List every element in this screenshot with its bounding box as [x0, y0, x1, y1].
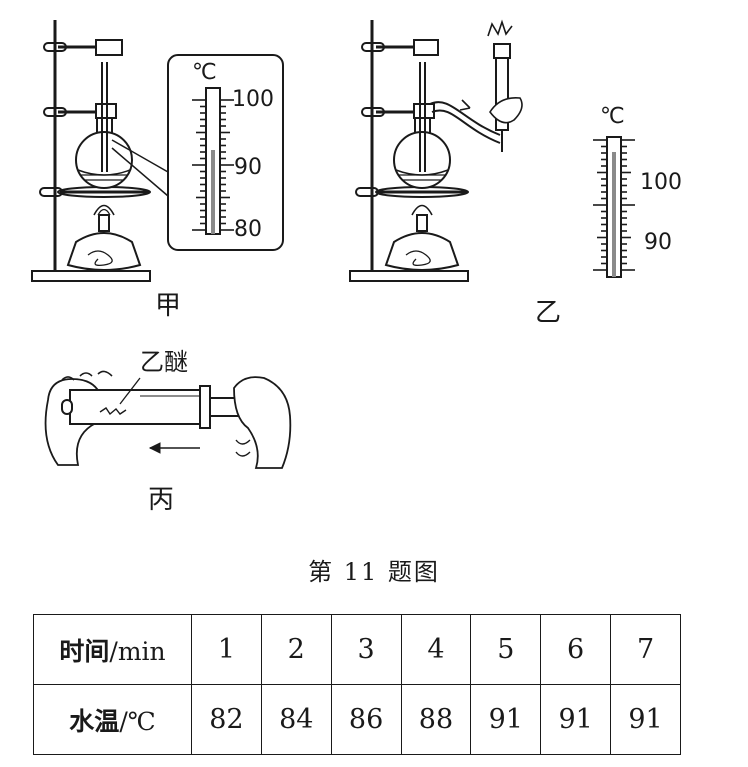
table-cell: 6 [540, 614, 612, 685]
apparatus-bing [44, 370, 292, 469]
table-row-time: 时间/min 1 2 3 4 5 6 7 [33, 614, 681, 685]
table-cell: 86 [330, 684, 402, 755]
table-cell: 88 [400, 684, 472, 755]
table-cell: 91 [540, 684, 612, 755]
experiment-figure [31, 19, 635, 469]
table-cell: 4 [400, 614, 472, 685]
unit-label-yi: ℃ [600, 104, 625, 129]
apparatus-jia [31, 20, 169, 282]
row-header-time: 时间/min [33, 614, 192, 685]
table-cell: 91 [470, 684, 542, 755]
tick-label-jia-90: 90 [234, 155, 262, 180]
figure-label-bing: 丙 [148, 485, 175, 515]
apparatus-yi [349, 19, 523, 282]
unit-label-jia: ℃ [192, 60, 217, 85]
thermometer-yi [593, 136, 635, 278]
tick-label-yi-90: 90 [644, 230, 672, 255]
table-cell: 84 [260, 684, 332, 755]
row-header-temp: 水温/℃ [33, 684, 192, 755]
figure-caption: 第 11 题图 [308, 558, 440, 586]
tick-label-yi-100: 100 [640, 170, 682, 195]
mercury-column-jia [211, 150, 215, 234]
row-header-time-unit: /min [109, 636, 166, 666]
data-table: 时间/min 1 2 3 4 5 6 7 水温/℃ 82 84 86 88 91… [33, 614, 681, 755]
row-header-time-text: 时间 [59, 636, 110, 666]
tick-label-jia-100: 100 [232, 87, 274, 112]
ether-label: 乙醚 [140, 348, 188, 376]
row-header-temp-unit: /℃ [119, 706, 156, 736]
table-cell: 2 [260, 614, 332, 685]
figure-label-yi: 乙 [535, 298, 562, 328]
thermometer-jia [167, 54, 284, 251]
table-cell: 3 [330, 614, 402, 685]
figure-label-jia: 甲 [155, 291, 182, 321]
row-header-temp-text: 水温 [69, 706, 120, 736]
mercury-column-yi [612, 152, 616, 277]
table-cell: 82 [191, 684, 262, 755]
table-cell: 91 [610, 684, 681, 755]
table-cell: 7 [610, 614, 681, 685]
tick-label-jia-80: 80 [234, 217, 262, 242]
table-row-temp: 水温/℃ 82 84 86 88 91 91 91 [33, 684, 681, 755]
table-cell: 5 [470, 614, 542, 685]
table-cell: 1 [191, 614, 262, 685]
